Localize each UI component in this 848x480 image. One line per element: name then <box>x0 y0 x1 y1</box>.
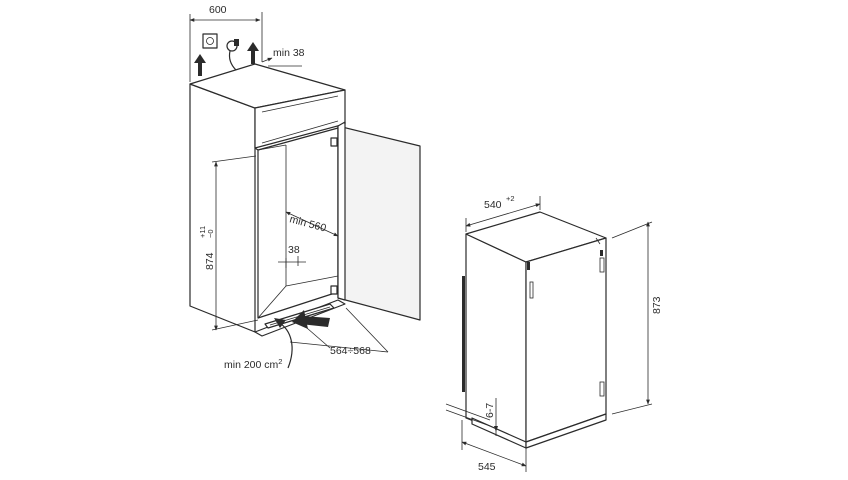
appliance-depth-dimension <box>461 420 527 472</box>
appliance-depth-label: 545 <box>478 461 496 473</box>
air-outflow-arrow-right-icon <box>247 42 259 64</box>
power-plug-icon <box>226 39 239 71</box>
niche-height-tol-minus: −0 <box>206 229 215 238</box>
appliance-width-tol: +2 <box>506 194 515 203</box>
foot-gap-dimension <box>445 398 498 436</box>
niche-height-tol-plus: +11 <box>198 226 207 238</box>
appliance-height-dimension <box>611 221 653 415</box>
air-inflow-arrow-icon <box>292 310 330 329</box>
lower-hinge <box>330 285 338 295</box>
side-mounting-rail <box>462 276 465 392</box>
power-socket-icon <box>202 33 218 49</box>
cabinet-drawing <box>189 63 421 337</box>
foot-gap-label: 6-7 <box>484 403 496 418</box>
top-vent-dimension <box>261 57 302 67</box>
top-vent-gap-label: min 38 <box>273 47 305 59</box>
niche-height-dimension <box>211 155 259 331</box>
niche-height-label: 874 <box>204 252 216 270</box>
opening-width-label: 564÷568 <box>330 345 371 357</box>
niche-width-dimension <box>189 12 263 82</box>
cabinet-side-panel <box>189 83 256 333</box>
side-gap-dimension <box>278 256 306 268</box>
door-edge <box>337 121 346 301</box>
side-gap-label: 38 <box>288 244 300 256</box>
appliance-width-dimension <box>465 196 541 232</box>
opening-width-dimension <box>289 307 389 353</box>
vent-area-label: min 200 cm2 <box>224 357 282 371</box>
appliance-front <box>525 237 607 443</box>
cabinet-door <box>337 125 421 321</box>
niche-depth-dimension <box>285 211 339 237</box>
appliance-height-label: 873 <box>651 296 663 314</box>
niche-width-label: 600 <box>209 4 227 16</box>
air-outflow-arrow-left-icon <box>194 54 206 76</box>
upper-hinge <box>330 137 338 147</box>
appliance-width-label: 540 <box>484 199 502 211</box>
curved-air-arrow-icon <box>274 318 293 369</box>
